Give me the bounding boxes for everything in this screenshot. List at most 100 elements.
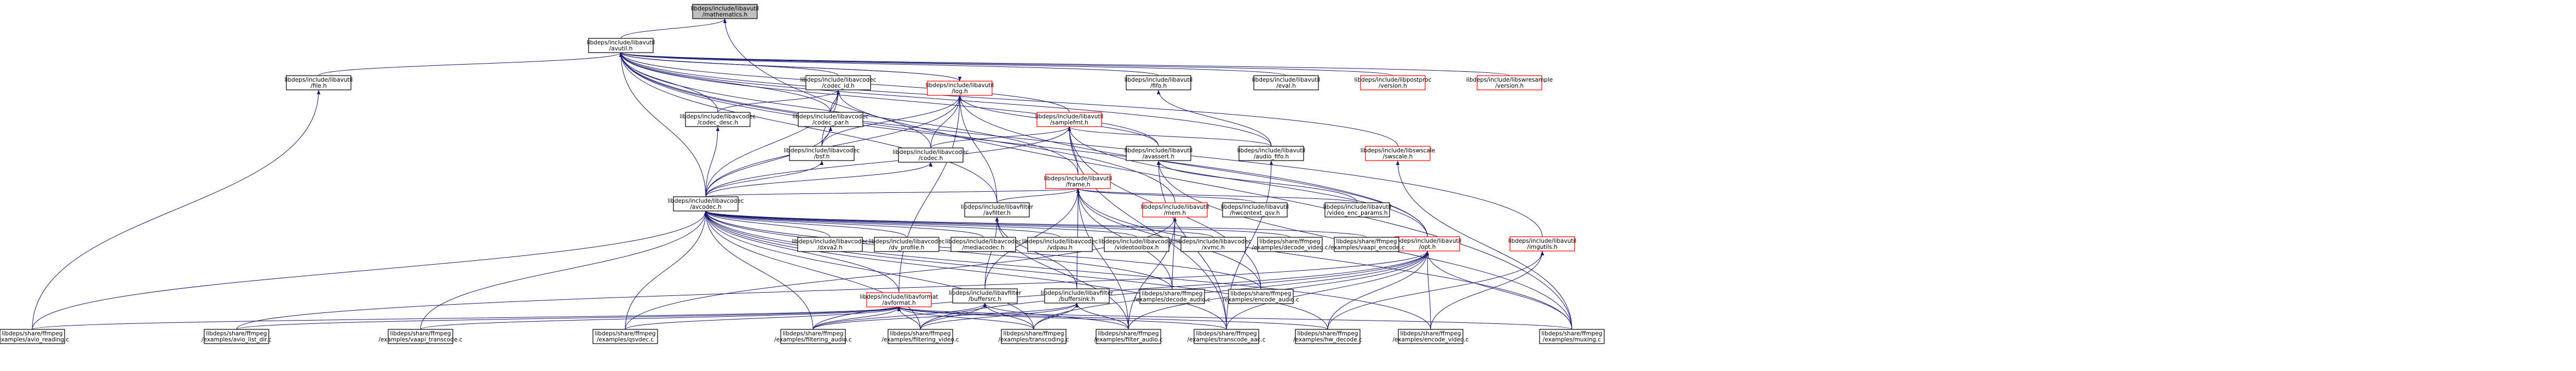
graph-node-filter_audio[interactable]: libdeps/share/ffmpeg/examples/filter_aud… [1094, 329, 1163, 344]
node-label: /avassert.h [1143, 153, 1174, 160]
graph-node-samplefmt[interactable]: libdeps/include/libavutil/samplefmt.h [1035, 112, 1104, 127]
edge-filter_audio-to-buffersink [1075, 302, 1129, 330]
graph-node-avutil[interactable]: libdeps/include/libavutil/avutil.h [587, 38, 655, 53]
edge-qsvdec-to-avformat [625, 306, 901, 330]
edge-avutil-to-mathematics [620, 18, 727, 39]
node-label: /samplefmt.h [1050, 119, 1088, 126]
edge-encode_video-to-imgutils [1430, 250, 1545, 330]
graph-node-vdpau[interactable]: libdeps/include/libavcodec/vdpau.h [1022, 237, 1098, 252]
node-box [1180, 237, 1246, 252]
graph-node-hwctx[interactable]: libdeps/include/libavutil/hwcontext_qsv.… [1221, 202, 1289, 218]
node-label: libdeps/include/libavutil [1141, 204, 1209, 210]
node-box [950, 237, 1016, 252]
node-label: libdeps/include/libavutil [691, 5, 759, 12]
graph-node-transcoding[interactable]: libdeps/share/ffmpeg/examples/transcodin… [999, 329, 1069, 344]
graph-node-avassert[interactable]: libdeps/include/libavutil/avassert.h [1125, 146, 1193, 161]
graph-node-avio_list_dir[interactable]: libdeps/share/ffmpeg/examples/avio_list_… [201, 329, 272, 344]
graph-node-avcodec[interactable]: libdeps/include/libavcodec/avcodec.h [667, 196, 744, 212]
node-label: /examples/avio_reading.c [0, 336, 69, 343]
edge-hw_decode-to-avcodec [704, 210, 1328, 330]
graph-node-transcode_aac[interactable]: libdeps/share/ffmpeg/examples/transcode_… [1187, 329, 1266, 344]
node-box [1001, 329, 1067, 344]
edge-codec_desc-to-avutil [619, 52, 718, 113]
node-label: libdeps/include/libavutil [1237, 147, 1306, 154]
node-label: libdeps/include/libavutil [1125, 147, 1193, 154]
graph-node-dxva2[interactable]: libdeps/include/libavcodec/dxva2.h [792, 237, 868, 252]
graph-node-frame[interactable]: libdeps/include/libavutil/frame.h [1044, 174, 1113, 189]
node-label: /mem.h [1164, 210, 1186, 216]
graph-node-mem[interactable]: libdeps/include/libavutil/mem.h [1141, 202, 1209, 218]
node-label: /video_enc_params.h [1327, 210, 1387, 216]
edge-file-to-avutil [318, 52, 623, 76]
graph-node-codec_id[interactable]: libdeps/include/libavcodec/codec_id.h [800, 75, 877, 90]
edge-filtering_audio-to-buffersink [812, 302, 1079, 330]
graph-node-videotoolbox[interactable]: libdeps/include/libavcodec/videotoolbox.… [1098, 237, 1175, 252]
graph-node-encode_video[interactable]: libdeps/share/ffmpeg/examples/encode_vid… [1392, 329, 1469, 344]
graph-node-mathematics[interactable]: libdeps/include/libavutil/mathematics.h [691, 4, 759, 19]
edge-avio_reading-to-avcodec [32, 210, 708, 330]
node-label: libdeps/include/libavcodec [1175, 238, 1251, 245]
node-label: /version.h [1495, 83, 1524, 89]
graph-node-pp_version[interactable]: libdeps/include/libpostproc/version.h [1354, 75, 1432, 90]
graph-node-fifo[interactable]: libdeps/include/libavutil/fifo.h [1125, 75, 1193, 90]
graph-node-mediacodec[interactable]: libdeps/include/libavcodec/mediacodec.h [945, 237, 1022, 252]
node-label: /codec_desc.h [698, 119, 738, 126]
node-label: /swscale.h [1383, 153, 1413, 160]
graph-node-decode_audio[interactable]: libdeps/share/ffmpeg/examples/decode_aud… [1134, 289, 1211, 304]
graph-node-buffersrc[interactable]: libdeps/include/libavfilter/buffersrc.h [949, 288, 1022, 304]
graph-node-qsvdec[interactable]: libdeps/share/ffmpeg/examples/qsvdec.c [592, 329, 658, 344]
edge-videotoolbox-to-avcodec [704, 210, 1137, 238]
graph-node-encode_audio[interactable]: libdeps/share/ffmpeg/examples/encode_aud… [1223, 289, 1299, 304]
edge-hw_decode-to-imgutils [1327, 250, 1545, 330]
graph-node-vaapi_transcode[interactable]: libdeps/share/ffmpeg/examples/vaapi_tran… [378, 329, 463, 344]
node-label: libdeps/share/ffmpeg [1098, 330, 1159, 337]
edge-dv_profile-to-avcodec [704, 210, 907, 238]
node-box [898, 147, 964, 163]
graph-node-file[interactable]: libdeps/include/libavutil/file.h [285, 75, 353, 90]
node-box [1104, 237, 1169, 252]
node-box [588, 38, 654, 53]
graph-node-codec_par[interactable]: libdeps/include/libavcodec/codec_par.h [792, 112, 869, 127]
edge-bsf-to-log [821, 95, 962, 147]
edge-encode_audio-to-frame [1076, 188, 1261, 290]
edge-opt-to-log [958, 95, 1428, 237]
graph-node-hw_decode[interactable]: libdeps/share/ffmpeg/examples/hw_decode.… [1293, 329, 1362, 344]
graph-node-muxing[interactable]: libdeps/share/ffmpeg/examples/muxing.c [1539, 329, 1605, 344]
graph-node-vaapi_encode[interactable]: libdeps/share/ffmpeg/examples/vaapi_enco… [1328, 237, 1405, 252]
edge-decode_audio-to-mem [1172, 216, 1177, 290]
graph-node-avfilter[interactable]: libdeps/include/libavfilter/avfilter.h [961, 202, 1034, 218]
graph-node-audio_fifo[interactable]: libdeps/include/libavutil/audio_fifo.h [1237, 146, 1306, 161]
graph-node-dv_profile[interactable]: libdeps/include/libavcodec/dv_profile.h [868, 237, 945, 252]
edge-filtering_audio-to-avformat [812, 306, 901, 330]
node-box [927, 81, 993, 96]
graph-node-codec_desc[interactable]: libdeps/include/libavcodec/codec_desc.h [679, 112, 756, 127]
node-label: /examples/filtering_audio.c [774, 336, 852, 343]
graph-node-codec[interactable]: libdeps/include/libavcodec/codec.h [892, 147, 969, 163]
graph-node-decode_video[interactable]: libdeps/share/ffmpeg/examples/decode_vid… [1252, 237, 1328, 252]
node-label: /codec_id.h [822, 83, 854, 89]
graph-node-eval[interactable]: libdeps/include/libavutil/eval.h [1252, 75, 1321, 90]
node-box [1539, 329, 1605, 344]
graph-node-swr_version[interactable]: libdeps/include/libswresample/version.h [1466, 75, 1553, 90]
edge-imgutils-to-avutil [619, 52, 1543, 237]
graph-node-opt[interactable]: libdeps/include/libavutil/opt.h [1393, 236, 1462, 252]
graph-node-bsf[interactable]: libdeps/include/libavcodec/bsf.h [783, 146, 860, 161]
node-box [1222, 202, 1288, 218]
graph-node-imgutils[interactable]: libdeps/include/libavutil/imgutils.h [1508, 236, 1577, 252]
graph-node-swscale[interactable]: libdeps/include/libswscale/swscale.h [1361, 146, 1436, 161]
edge-codec-to-codec_id [836, 89, 931, 149]
edge-filtering_audio-to-avcodec [704, 210, 814, 330]
graph-node-buffersink[interactable]: libdeps/include/libavfilter/buffersink.h [1041, 288, 1114, 304]
edge-mediacodec-to-avcodec [704, 210, 984, 238]
graph-node-log[interactable]: libdeps/include/libavutil/log.h [926, 81, 994, 96]
node-box [592, 329, 658, 344]
graph-node-avformat[interactable]: libdeps/include/libavformat/avformat.h [860, 292, 938, 307]
graph-node-filtering_audio[interactable]: libdeps/share/ffmpeg/examples/filtering_… [774, 329, 852, 344]
node-label: /eval.h [1276, 83, 1296, 89]
graph-node-xvmc[interactable]: libdeps/include/libavcodec/xvmc.h [1175, 237, 1252, 252]
graph-node-filtering_video[interactable]: libdeps/share/ffmpeg/examples/filtering_… [881, 329, 959, 344]
graph-node-video_enc[interactable]: libdeps/include/libavutil/video_enc_para… [1323, 202, 1392, 218]
edge-codec_par-to-avutil [619, 52, 831, 113]
node-label: libdeps/share/ffmpeg [1336, 238, 1397, 245]
graph-node-avio_reading[interactable]: libdeps/share/ffmpeg/examples/avio_readi… [0, 329, 69, 344]
